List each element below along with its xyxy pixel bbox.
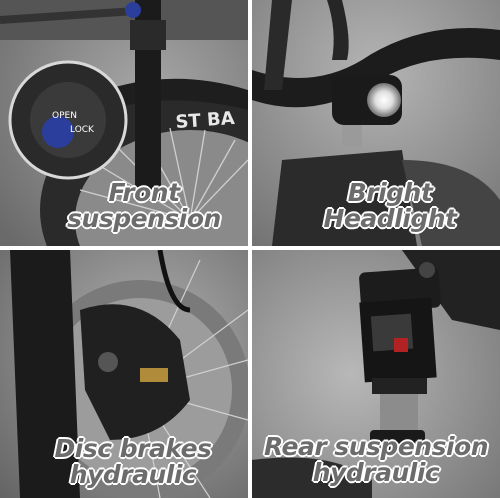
rear-suspension-panel: Rear suspension hydraulic bbox=[252, 250, 500, 498]
headlight-lens bbox=[367, 83, 401, 117]
rear-suspension-photo bbox=[252, 250, 500, 498]
knob-lock-label: LOCK bbox=[70, 125, 95, 135]
caption-line-1: Rear suspension bbox=[264, 432, 489, 461]
caption-line-2: suspension bbox=[67, 204, 221, 233]
disc-brakes-panel: Disc brakes hydraulic bbox=[0, 250, 248, 498]
headlight-panel: Bright Headlight bbox=[252, 0, 500, 246]
caption-line-1: Bright bbox=[347, 178, 433, 207]
knob-open-label: OPEN bbox=[52, 111, 77, 121]
disc-brakes-caption: Disc brakes hydraulic bbox=[0, 436, 248, 488]
disc-brakes-photo bbox=[0, 250, 248, 498]
tire-brand-text: ST BA bbox=[175, 108, 236, 133]
headlight-caption: Bright Headlight bbox=[252, 180, 500, 232]
brake-caliper bbox=[80, 304, 190, 440]
caption-line-2: hydraulic bbox=[69, 460, 197, 489]
caption-line-1: Front bbox=[108, 178, 180, 207]
rear-suspension-caption: Rear suspension hydraulic bbox=[252, 434, 500, 486]
caption-line-2: hydraulic bbox=[312, 458, 440, 487]
caption-line-1: Disc brakes bbox=[54, 434, 212, 463]
headlight-photo bbox=[252, 0, 500, 246]
caption-line-2: Headlight bbox=[323, 204, 457, 233]
front-suspension-caption: Front suspension bbox=[0, 180, 248, 232]
front-suspension-photo: OPEN LOCK ST BA bbox=[0, 0, 248, 246]
front-suspension-panel: OPEN LOCK ST BA Front suspension bbox=[0, 0, 248, 246]
